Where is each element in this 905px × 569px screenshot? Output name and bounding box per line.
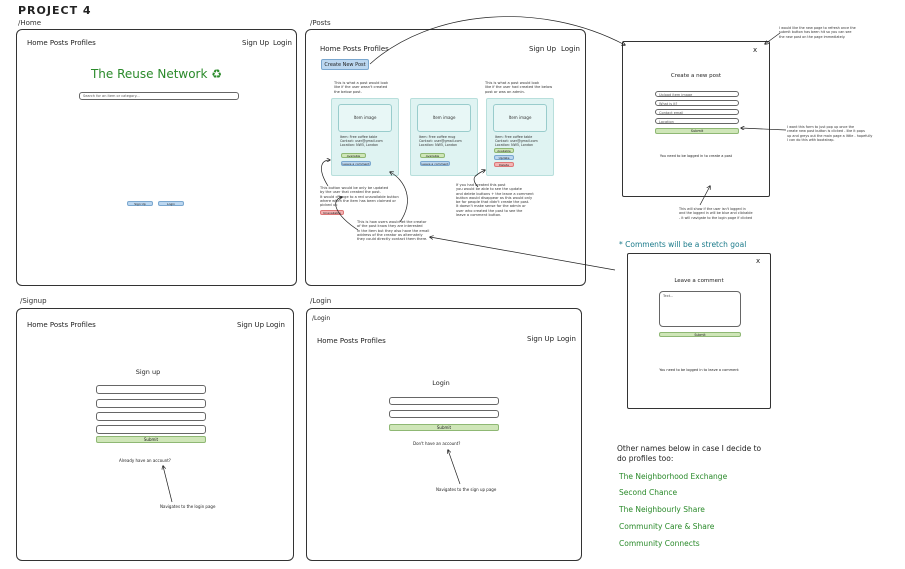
leave-comment-button[interactable]: Leave a comment: [420, 161, 450, 166]
alt-name: The Neighborhood Exchange: [619, 472, 728, 481]
post-info: Item: Free coffee mug Contact: user@gmai…: [419, 135, 462, 147]
note-available-button: This button would be only be updated by …: [320, 186, 399, 208]
post-info: Item: Free coffee table Contact: user@gm…: [340, 135, 383, 147]
signup-field[interactable]: [96, 385, 206, 394]
available-button[interactable]: Available: [494, 148, 514, 153]
nav-signup-link[interactable]: Sign Up: [237, 321, 265, 329]
leave-comment-button[interactable]: Leave a comment: [341, 161, 371, 166]
post-card: Item image Item: Free coffee mug Contact…: [410, 98, 478, 176]
note-popup: I want this form to just pop up once the…: [787, 125, 873, 142]
signup-submit-button[interactable]: Submit: [96, 436, 206, 443]
signup-route-label: /Signup: [20, 297, 47, 305]
nav-login-link[interactable]: Login: [273, 39, 292, 47]
login-password-field[interactable]: [389, 410, 499, 418]
home-route-label: /Home: [18, 19, 42, 27]
login-frame: /Login Home Posts Profiles Sign Up Login…: [306, 308, 582, 561]
post-image: Item image: [493, 104, 547, 132]
post-image: Item image: [417, 104, 471, 132]
comment-modal: x Leave a comment Text... Submit You nee…: [627, 253, 771, 409]
posts-frame: Home Posts Profiles Sign Up Login Create…: [305, 29, 586, 286]
login-email-field[interactable]: [389, 397, 499, 405]
signup-nav-note: Navigates to the login page: [160, 504, 216, 509]
upload-image-field[interactable]: Upload item image: [655, 91, 739, 97]
nav-brand[interactable]: Home Posts Profiles: [27, 39, 96, 47]
project-title: PROJECT 4: [18, 4, 92, 17]
signup-field[interactable]: [96, 412, 206, 421]
signup-prompt-link[interactable]: Don't have an account?: [413, 441, 461, 446]
delete-button[interactable]: Delete: [494, 162, 514, 167]
close-icon[interactable]: x: [753, 46, 758, 54]
available-button[interactable]: Available: [341, 153, 366, 158]
nav-brand[interactable]: Home Posts Profiles: [320, 45, 389, 53]
alt-name: Community Care & Share: [619, 522, 715, 531]
item-name-field[interactable]: What is it?: [655, 100, 739, 106]
close-icon[interactable]: x: [756, 257, 761, 265]
alt-name: Community Connects: [619, 539, 700, 548]
nav-login-link[interactable]: Login: [561, 45, 580, 53]
comments-stretch-note: * Comments will be a stretch goal: [619, 240, 747, 249]
alt-name: The Neighbourly Share: [619, 505, 705, 514]
home-title: The Reuse Network ♻: [90, 67, 223, 81]
unavailable-button[interactable]: Unavailable: [320, 210, 344, 215]
signup-frame: Home Posts Profiles Sign Up Login Sign u…: [16, 308, 294, 561]
create-post-modal: x Create a new post Upload item image Wh…: [622, 41, 770, 197]
nav-signup-link[interactable]: Sign Up: [242, 39, 270, 47]
create-post-login-notice: You need to be logged in to create a pos…: [659, 154, 733, 158]
create-post-submit-button[interactable]: Submit: [655, 128, 739, 134]
login-inner-route: /Login: [312, 315, 331, 322]
login-title: Login: [432, 379, 450, 387]
update-button[interactable]: Update: [494, 155, 514, 160]
create-post-title: Create a new post: [670, 73, 722, 79]
login-nav-note: Navigates to the sign up page: [436, 487, 497, 492]
login-submit-button[interactable]: Submit: [389, 424, 499, 431]
nav-login-link[interactable]: Login: [266, 321, 285, 329]
comment-submit-button[interactable]: Submit: [659, 332, 741, 337]
login-prompt-link[interactable]: Already have an account?: [119, 458, 171, 463]
home-signup-button[interactable]: Sign Up: [127, 201, 153, 206]
nav-signup-link[interactable]: Sign Up: [527, 335, 555, 343]
comment-modal-title: Leave a comment: [674, 278, 724, 284]
login-route-label: /Login: [310, 297, 332, 305]
other-names-heading: Other names below in case I decide to do…: [617, 444, 762, 463]
signup-field[interactable]: [96, 425, 206, 434]
comment-login-notice: You need to be logged in to leave a comm…: [659, 368, 739, 372]
signup-field[interactable]: [96, 399, 206, 408]
contact-email-field[interactable]: Contact email: [655, 109, 739, 115]
nav-signup-link[interactable]: Sign Up: [529, 45, 557, 53]
note-owner-buttons: If you had created this post you would b…: [456, 183, 534, 218]
nav-brand[interactable]: Home Posts Profiles: [27, 321, 96, 329]
note-non-owner-post: This is what a post would look like if t…: [334, 81, 389, 94]
comment-textarea[interactable]: Text...: [659, 291, 741, 327]
note-refresh: I would like the new page to refresh onc…: [779, 26, 856, 39]
available-button[interactable]: Available: [420, 153, 445, 158]
signup-title: Sign up: [135, 368, 161, 376]
home-login-button[interactable]: Login: [158, 201, 184, 206]
post-info: Item: Free coffee table Contact: user@gm…: [495, 135, 538, 147]
alt-name: Second Chance: [619, 488, 678, 497]
create-post-button[interactable]: Create New Post: [321, 59, 369, 70]
note-owner-post: This is what a post would look like if t…: [485, 81, 553, 94]
nav-login-link[interactable]: Login: [557, 335, 576, 343]
post-card: Item image Item: Free coffee table Conta…: [486, 98, 554, 176]
post-image: Item image: [338, 104, 392, 132]
nav-brand[interactable]: Home Posts Profiles: [317, 337, 386, 345]
posts-route-label: /Posts: [310, 19, 331, 27]
home-search-input[interactable]: Search for an item or category...: [79, 92, 239, 100]
note-leave-comment: This is how users would let the creator …: [357, 220, 430, 242]
note-login-link: This will show if the user isn't logged …: [679, 207, 753, 220]
location-field[interactable]: Location: [655, 118, 739, 124]
post-card: Item image Item: Free coffee table Conta…: [331, 98, 399, 176]
home-frame: Home Posts Profiles Sign Up Login The Re…: [16, 29, 297, 286]
